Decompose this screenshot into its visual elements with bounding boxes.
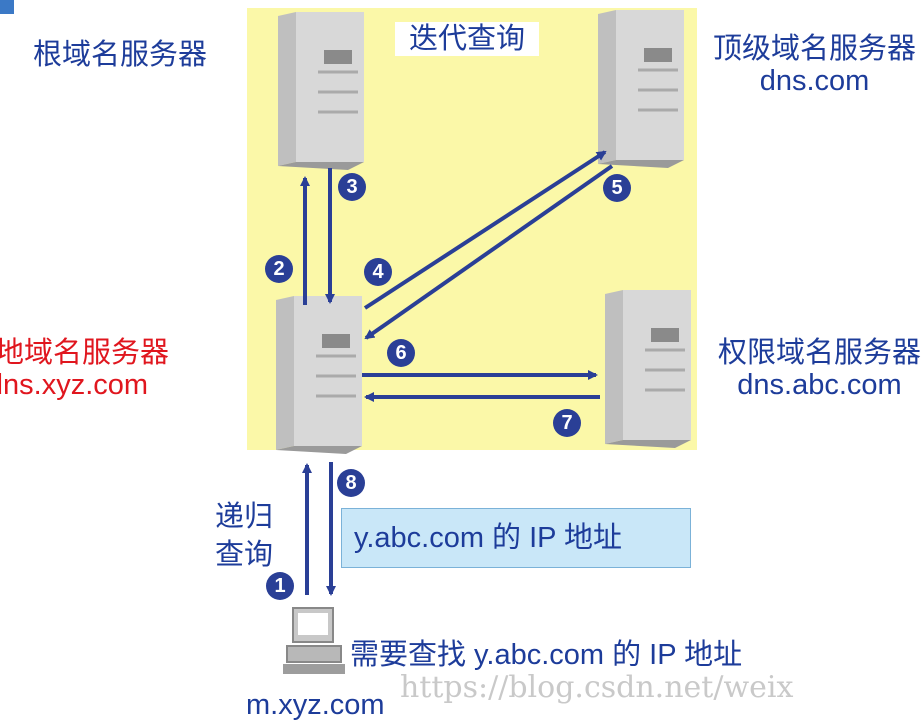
step-4: 4 xyxy=(364,258,392,286)
recursive-query-label: 递归 查询 xyxy=(215,498,273,574)
corner-fragment xyxy=(0,0,14,14)
tld-server-icon xyxy=(598,10,684,168)
root-server-icon xyxy=(278,12,364,170)
step-8: 8 xyxy=(337,469,365,497)
iterative-query-title: 迭代查询 xyxy=(395,22,540,56)
auth-server-host: dns.abc.com xyxy=(737,369,902,401)
local-server-host: dns.xyz.com xyxy=(0,369,149,401)
arrow-4 xyxy=(363,150,607,310)
auth-server-label: 权限域名服务器 dns.abc.com xyxy=(718,336,921,402)
step-7: 7 xyxy=(553,409,581,437)
step-2: 2 xyxy=(265,255,293,283)
arrow-5 xyxy=(364,164,614,340)
watermark: https://blog.csdn.net/weix xyxy=(400,670,794,705)
auth-server-icon xyxy=(605,290,691,448)
root-server-name: 根域名服务器 xyxy=(33,39,208,71)
local-server-icon xyxy=(276,296,362,454)
step-6: 6 xyxy=(387,339,415,367)
tld-server-host: dns.com xyxy=(759,65,870,97)
recursive-label-line1: 递归 xyxy=(215,501,274,533)
local-server-name: 本地域名服务器 xyxy=(0,337,170,369)
client-computer-icon xyxy=(283,607,345,674)
tld-server-name: 顶级域名服务器 xyxy=(713,33,917,65)
auth-server-name: 权限域名服务器 xyxy=(718,337,922,369)
recursive-label-line2: 查询 xyxy=(215,539,274,571)
answer-box: y.abc.com 的 IP 地址 xyxy=(341,508,691,568)
tld-server-label: 顶级域名服务器 dns.com xyxy=(713,32,916,98)
client-query-text: 需要查找 y.abc.com 的 IP 地址 xyxy=(350,639,743,671)
local-server-label: 本地域名服务器 dns.xyz.com xyxy=(0,336,169,402)
step-1: 1 xyxy=(266,572,294,600)
step-3: 3 xyxy=(338,173,366,201)
client-host: m.xyz.com xyxy=(246,689,385,721)
step-5: 5 xyxy=(603,174,631,202)
